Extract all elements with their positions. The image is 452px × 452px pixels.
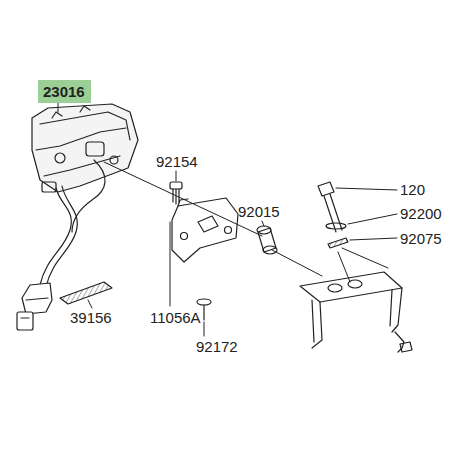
- nut: [400, 342, 412, 352]
- callout-number: 92172: [196, 338, 238, 355]
- bolt: [170, 182, 182, 204]
- leader-lines: [58, 101, 397, 336]
- tail-light: [17, 104, 138, 330]
- callout-number: 92200: [400, 205, 442, 222]
- pad: [60, 282, 112, 304]
- washer: [328, 238, 348, 248]
- bolt: [318, 182, 342, 232]
- callout-number: 92015: [238, 203, 280, 220]
- collar: [257, 226, 277, 254]
- stay-bracket: [300, 272, 404, 352]
- callout-number: 11056A: [150, 309, 201, 326]
- washer: [326, 223, 346, 229]
- callout-number: 92075: [400, 230, 442, 247]
- part-number: 23016: [43, 83, 86, 100]
- callout-number: 39156: [70, 309, 112, 326]
- callout-number: 92154: [156, 153, 198, 170]
- part-number-box: 23016: [38, 80, 91, 103]
- callout-number: 120: [400, 181, 425, 198]
- light-bracket: [172, 198, 238, 262]
